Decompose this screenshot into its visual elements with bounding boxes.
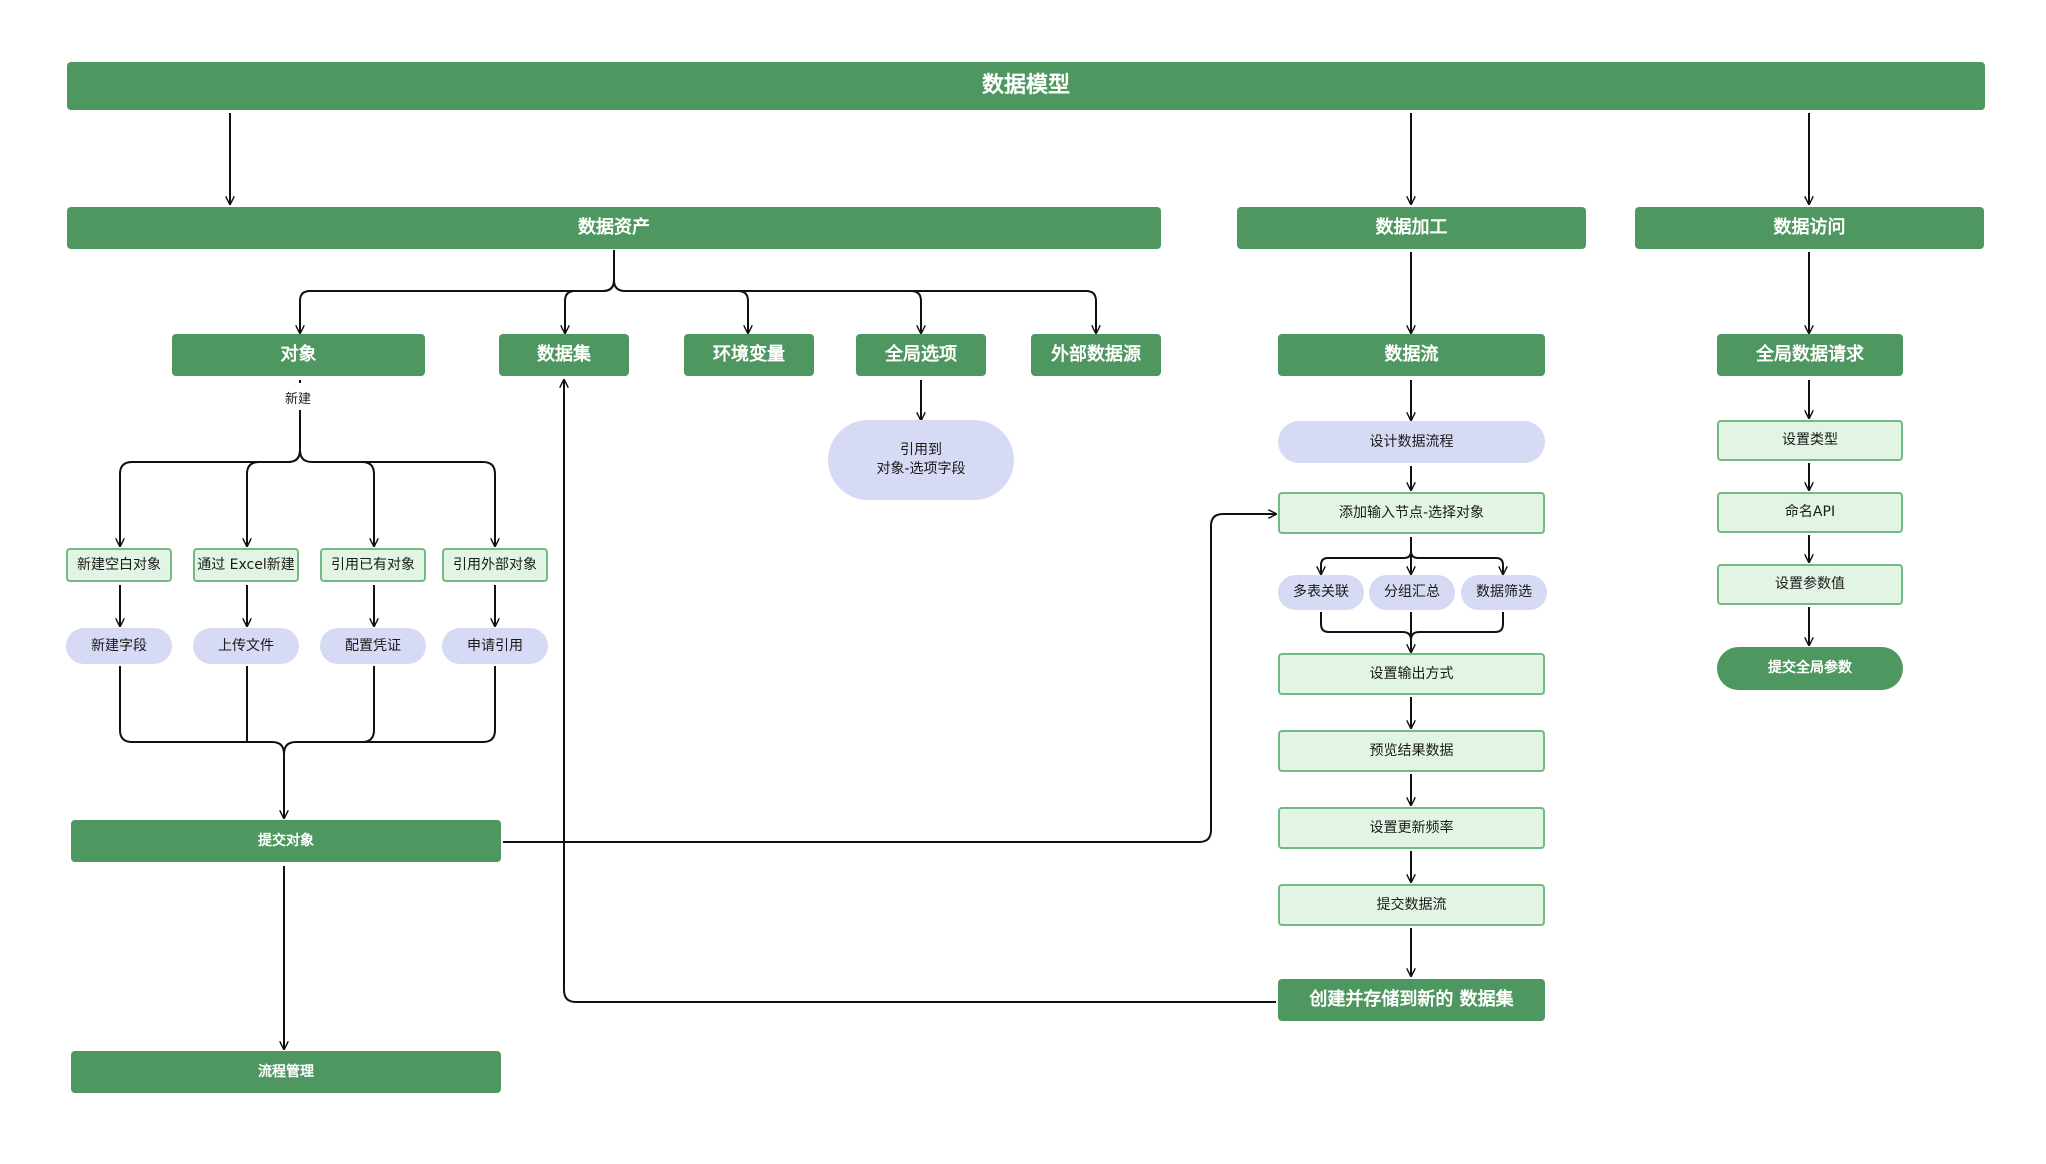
edge-asset-external (911, 290, 1096, 333)
name-api-node[interactable]: 命名API (1717, 492, 1903, 533)
preview-result-node[interactable]: 预览结果数据 (1278, 730, 1545, 772)
op-group-summary[interactable]: 分组汇总 (1369, 575, 1455, 610)
edge-input-ops (1321, 537, 1412, 574)
reference-line-1: 引用到 (900, 442, 942, 459)
data-flow-node[interactable]: 数据流 (1278, 334, 1545, 376)
option-new-blank-object[interactable]: 新建空白对象 (66, 548, 172, 582)
submit-global-params-node[interactable]: 提交全局参数 (1717, 647, 1903, 690)
reference-line-2: 对象-选项字段 (876, 461, 966, 477)
edge-steps-merge (119, 666, 284, 818)
op-data-filter[interactable]: 数据筛选 (1461, 575, 1547, 610)
dataset-node[interactable]: 数据集 (499, 334, 629, 376)
data-processing-node[interactable]: 数据加工 (1237, 207, 1586, 249)
option-excel-new[interactable]: 通过 Excel新建 (193, 548, 299, 582)
global-request-node[interactable]: 全局数据请求 (1717, 334, 1903, 376)
edge-asset-global (625, 290, 921, 333)
global-option-reference-node[interactable]: 引用到 对象-选项字段 (828, 420, 1014, 500)
edge-step2-merge (246, 666, 272, 743)
root-node[interactable]: 数据模型 (67, 62, 1985, 110)
edge-object-opt2 (247, 449, 301, 546)
step-upload-file[interactable]: 上传文件 (193, 628, 299, 664)
env-variable-node[interactable]: 环境变量 (684, 334, 814, 376)
set-type-node[interactable]: 设置类型 (1717, 420, 1903, 461)
update-frequency-node[interactable]: 设置更新频率 (1278, 807, 1545, 849)
edge-asset-dataset (565, 279, 615, 333)
option-reference-external-object[interactable]: 引用外部对象 (442, 548, 548, 582)
edge-object-opt4 (312, 461, 495, 546)
submit-flow-node[interactable]: 提交数据流 (1278, 884, 1545, 926)
option-reference-existing-object[interactable]: 引用已有对象 (320, 548, 426, 582)
edge-op3-merge (1410, 612, 1504, 641)
object-node[interactable]: 对象 (172, 334, 425, 376)
add-input-node[interactable]: 添加输入节点-选择对象 (1278, 492, 1545, 534)
op-multi-table-join[interactable]: 多表关联 (1278, 575, 1364, 610)
edge-object-bus (120, 410, 301, 546)
edge-submit-input (503, 514, 1276, 843)
external-source-node[interactable]: 外部数据源 (1031, 334, 1161, 376)
global-option-node[interactable]: 全局选项 (856, 334, 986, 376)
output-method-node[interactable]: 设置输出方式 (1278, 653, 1545, 695)
data-asset-node[interactable]: 数据资产 (67, 207, 1161, 249)
step-configure-credential[interactable]: 配置凭证 (320, 628, 426, 664)
step-new-field[interactable]: 新建字段 (66, 628, 172, 664)
edge-step4-merge (362, 666, 496, 743)
step-apply-reference[interactable]: 申请引用 (442, 628, 548, 664)
submit-object-node[interactable]: 提交对象 (71, 820, 501, 862)
edge-object-opt3 (299, 449, 374, 546)
edge-asset-bus (300, 250, 615, 333)
data-access-node[interactable]: 数据访问 (1635, 207, 1984, 249)
edge-step3-merge (283, 666, 375, 755)
edge-input-op3 (1410, 550, 1503, 574)
set-params-node[interactable]: 设置参数值 (1717, 564, 1903, 605)
edge-asset-env (613, 279, 748, 333)
process-management-node[interactable]: 流程管理 (71, 1051, 501, 1093)
new-label: 新建 (285, 392, 312, 407)
create-dataset-node[interactable]: 创建并存储到新的 数据集 (1278, 979, 1545, 1021)
edge-create-dataset (564, 380, 1276, 1003)
design-flow-node[interactable]: 设计数据流程 (1278, 421, 1545, 463)
edge-ops-merge (1320, 612, 1411, 652)
